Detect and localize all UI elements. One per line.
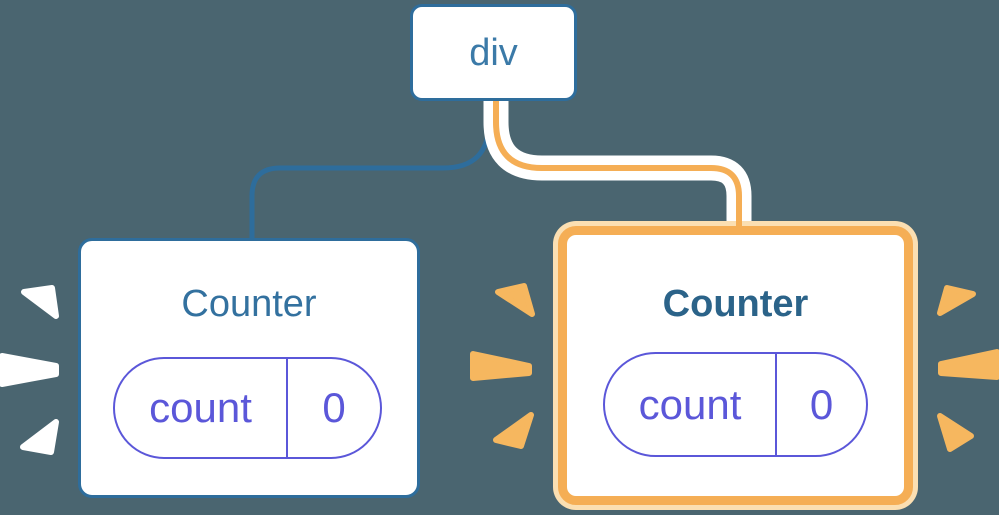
spark-icon: [0, 353, 59, 387]
spark-icon: [20, 419, 59, 455]
spark-icon: [21, 285, 59, 319]
sparks-right-counter-left: [470, 283, 535, 449]
state-key: count: [115, 359, 288, 457]
spark-icon: [493, 412, 534, 449]
counter-title: Counter: [181, 283, 317, 325]
spark-icon: [937, 413, 974, 452]
spark-icon: [938, 349, 999, 380]
counter-card-right-highlighted: Counter count 0: [558, 226, 913, 505]
state-key: count: [605, 354, 777, 455]
connector-to-right-counter: [493, 101, 742, 234]
counter-title: Counter: [662, 283, 809, 325]
spark-icon: [937, 285, 976, 316]
root-node-div: div: [410, 4, 577, 101]
sparks-left-counter: [0, 285, 59, 455]
state-value: 0: [809, 380, 834, 428]
state-pill: count 0: [113, 357, 382, 459]
spark-icon: [470, 351, 532, 381]
sparks-right-counter-right: [937, 285, 999, 452]
connector-core-stub: [736, 221, 742, 235]
counter-card-left: Counter count 0: [78, 238, 420, 498]
root-node-label: div: [469, 31, 518, 74]
state-pill: count 0: [603, 352, 868, 457]
state-value: 0: [322, 384, 346, 431]
spark-icon: [495, 283, 535, 317]
connector-to-left-counter: [249, 101, 492, 240]
